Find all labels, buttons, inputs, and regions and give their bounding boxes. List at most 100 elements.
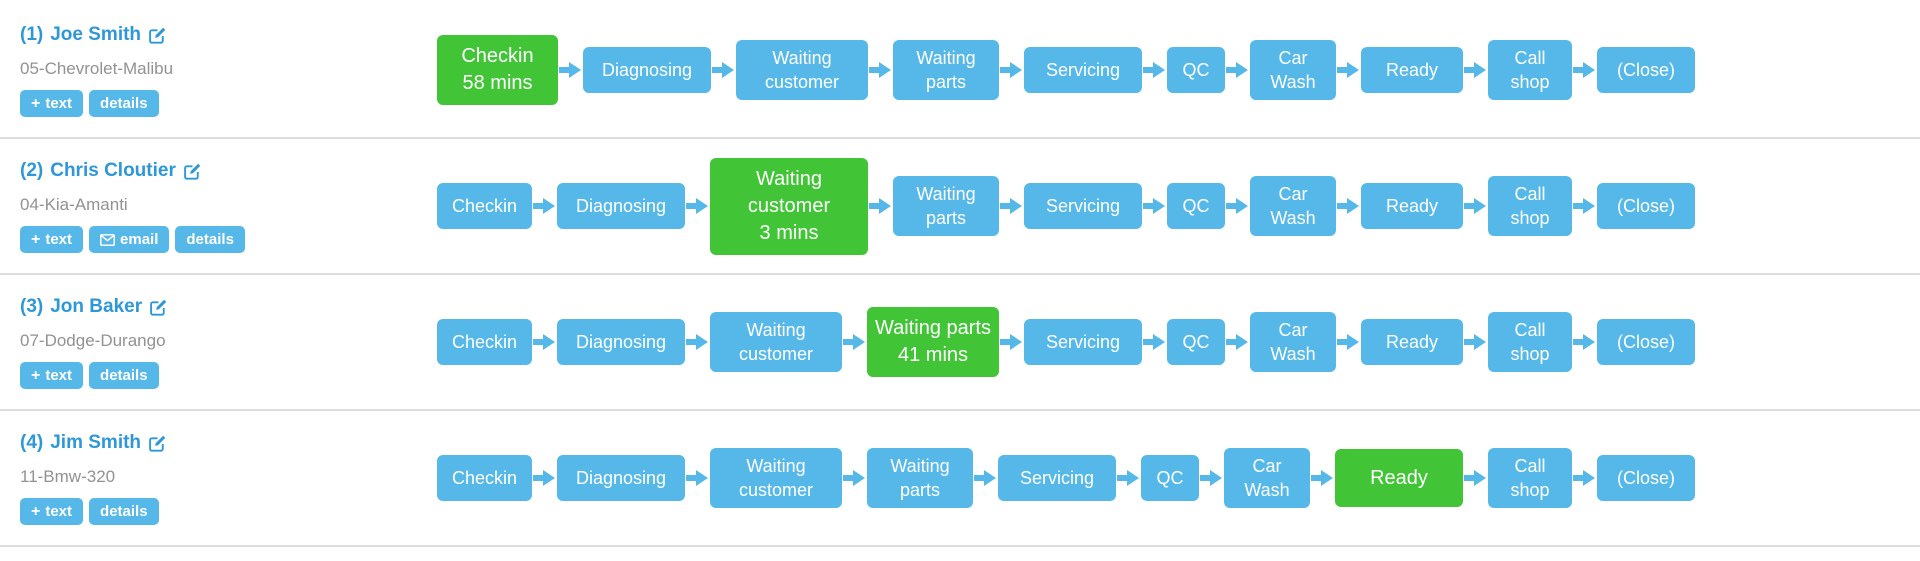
stage-diagnosing[interactable]: Diagnosing: [557, 183, 685, 229]
stage-label: Checkin: [451, 468, 518, 488]
add-text-button[interactable]: +text: [20, 226, 84, 253]
arrow-right-icon: [1573, 467, 1596, 489]
arrow-right-icon: [1311, 467, 1334, 489]
stage-waiting-parts[interactable]: Waiting parts: [893, 176, 999, 236]
stage-label: Waiting parts: [916, 184, 976, 228]
stage-call-shop[interactable]: Call shop: [1488, 40, 1572, 100]
stage-call-shop[interactable]: Call shop: [1488, 448, 1572, 508]
vehicle-label: 07-Dodge-Durango: [20, 331, 166, 350]
stage-qc[interactable]: QC: [1141, 455, 1199, 501]
stage-servicing[interactable]: Servicing: [1024, 319, 1142, 365]
stage-qc[interactable]: QC: [1167, 47, 1225, 93]
stage-waiting-customer[interactable]: Waiting customer: [736, 40, 868, 100]
vehicle-label: 05-Chevrolet-Malibu: [20, 59, 174, 78]
stage-waiting-parts[interactable]: Waiting parts: [893, 40, 999, 100]
add-text-button[interactable]: +text: [20, 362, 84, 389]
stage-close[interactable]: (Close): [1597, 47, 1695, 93]
plus-icon: +: [31, 94, 41, 112]
stage-call-shop[interactable]: Call shop: [1488, 312, 1572, 372]
edit-pencil-square-icon[interactable]: [148, 433, 168, 453]
customer-index: (2): [20, 160, 44, 181]
stage-waiting-customer[interactable]: Waiting customer: [710, 312, 842, 372]
customer-name-link[interactable]: Jim Smith: [50, 432, 142, 453]
add-text-button[interactable]: +text: [20, 90, 84, 117]
stage-ready[interactable]: Ready: [1361, 47, 1463, 93]
stage-waiting-customer[interactable]: Waiting customer: [710, 448, 842, 508]
stage-diagnosing[interactable]: Diagnosing: [557, 455, 685, 501]
stage-qc[interactable]: QC: [1167, 319, 1225, 365]
stage-car-wash[interactable]: Car Wash: [1250, 40, 1336, 100]
arrow-right-icon: [686, 467, 709, 489]
arrow-right-icon: [1337, 331, 1360, 353]
arrow-right-icon: [1000, 195, 1023, 217]
stage-servicing[interactable]: Servicing: [1024, 47, 1142, 93]
stage-car-wash[interactable]: Car Wash: [1224, 448, 1310, 508]
stage-close[interactable]: (Close): [1597, 319, 1695, 365]
stage-label: Waiting customer: [764, 48, 840, 92]
stage-time-label: 41 mins: [897, 344, 969, 366]
add-text-button[interactable]: +text: [20, 498, 84, 525]
stage-waiting-parts[interactable]: Waiting parts: [867, 448, 973, 508]
customer-name-line: (2) Chris Cloutier: [20, 159, 437, 183]
stage-checkin[interactable]: Checkin: [437, 183, 532, 229]
edit-pencil-square-icon[interactable]: [183, 161, 203, 181]
stage-ready[interactable]: Ready: [1335, 449, 1463, 507]
stage-close[interactable]: (Close): [1597, 183, 1695, 229]
arrow-right-icon: [1573, 195, 1596, 217]
stage-close[interactable]: (Close): [1597, 455, 1695, 501]
arrow-right-icon: [533, 195, 556, 217]
stage-servicing[interactable]: Servicing: [1024, 183, 1142, 229]
stage-checkin[interactable]: Checkin: [437, 319, 532, 365]
envelope-icon: [100, 233, 116, 246]
stage-label: Servicing: [1045, 196, 1121, 216]
stage-call-shop[interactable]: Call shop: [1488, 176, 1572, 236]
arrow-right-icon: [843, 331, 866, 353]
details-button[interactable]: details: [175, 226, 245, 253]
customer-name-link[interactable]: Chris Cloutier: [50, 160, 176, 181]
action-button-label: details: [186, 231, 234, 248]
stage-strip: Checkin Diagnosing Waiting customer Waiting…: [437, 307, 1695, 377]
edit-pencil-square-icon[interactable]: [148, 25, 168, 45]
stage-label: QC: [1182, 60, 1210, 80]
customer-name-line: (4) Jim Smith: [20, 431, 437, 455]
customer-name-link[interactable]: Jon Baker: [50, 296, 143, 317]
customer-name-link[interactable]: Joe Smith: [50, 24, 142, 45]
stage-strip: Checkin Diagnosing Waiting customer Waiting…: [437, 448, 1695, 508]
arrow-right-icon: [843, 467, 866, 489]
stage-checkin[interactable]: Checkin: [437, 455, 532, 501]
stage-label: Checkin: [451, 332, 518, 352]
stage-diagnosing[interactable]: Diagnosing: [557, 319, 685, 365]
stage-label: Car Wash: [1244, 456, 1290, 500]
stage-label: Waiting customer: [738, 320, 814, 364]
plus-icon: +: [31, 502, 41, 520]
plus-icon: +: [31, 366, 41, 384]
stage-label: Car Wash: [1270, 320, 1316, 364]
stage-car-wash[interactable]: Car Wash: [1250, 312, 1336, 372]
stage-car-wash[interactable]: Car Wash: [1250, 176, 1336, 236]
send-email-button[interactable]: email: [89, 226, 170, 253]
arrow-right-icon: [533, 467, 556, 489]
edit-pencil-square-icon[interactable]: [149, 297, 169, 317]
details-button[interactable]: details: [89, 362, 159, 389]
stage-qc[interactable]: QC: [1167, 183, 1225, 229]
plus-icon: +: [31, 230, 41, 248]
stage-diagnosing[interactable]: Diagnosing: [583, 47, 711, 93]
stage-ready[interactable]: Ready: [1361, 319, 1463, 365]
arrow-right-icon: [1573, 59, 1596, 81]
arrow-right-icon: [869, 59, 892, 81]
details-button[interactable]: details: [89, 498, 159, 525]
details-button[interactable]: details: [89, 90, 159, 117]
stage-ready[interactable]: Ready: [1361, 183, 1463, 229]
stage-servicing[interactable]: Servicing: [998, 455, 1116, 501]
customer-name-line: (3) Jon Baker: [20, 295, 437, 319]
action-button-label: details: [100, 503, 148, 520]
customer-index: (3): [20, 296, 44, 317]
